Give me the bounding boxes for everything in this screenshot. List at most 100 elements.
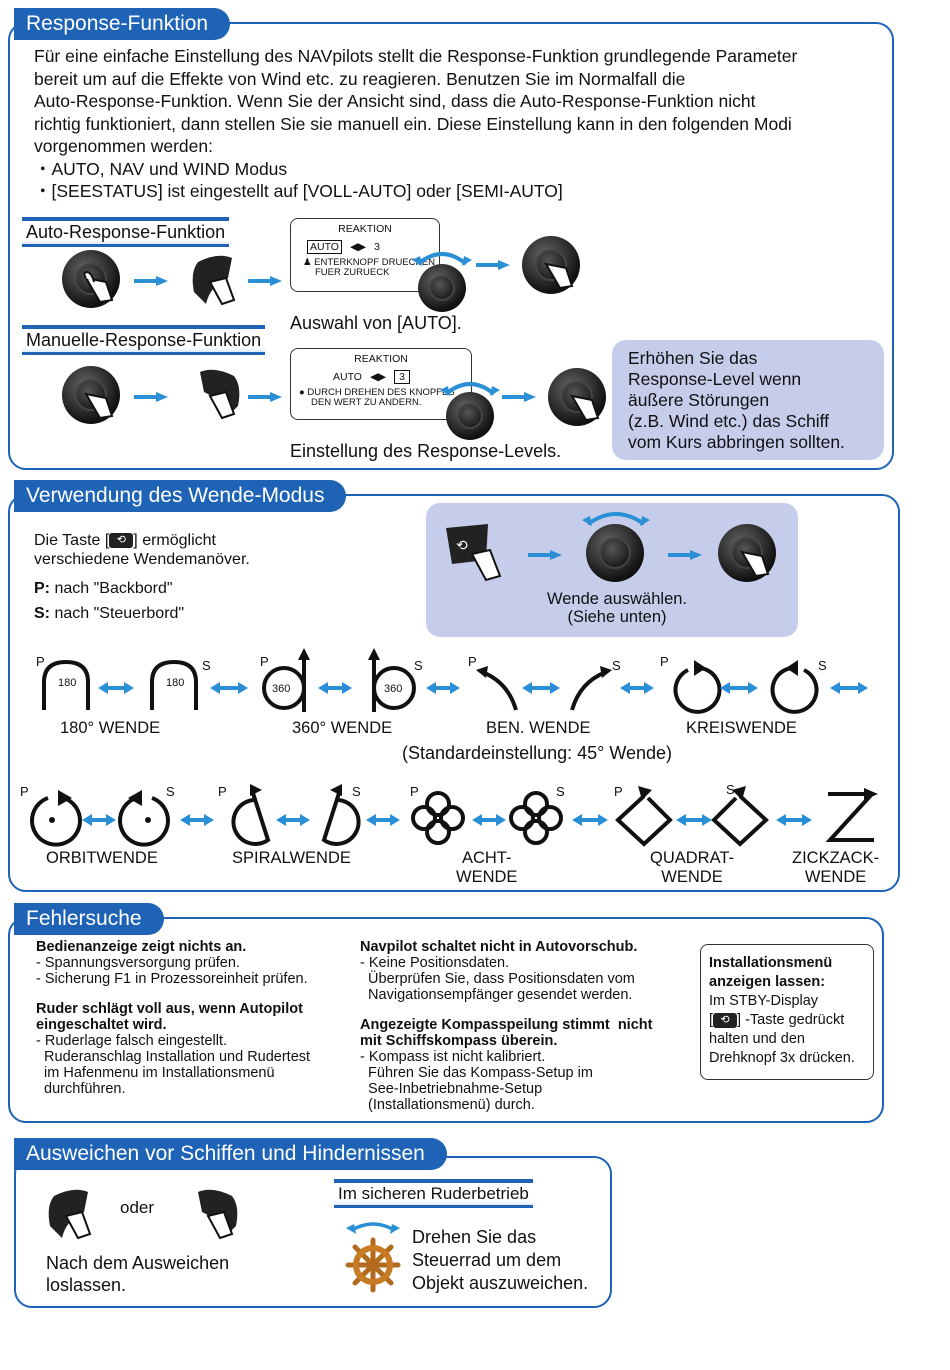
intro-line: richtig funktioniert, dann stellen Sie s… — [34, 113, 792, 134]
num-180: 180 — [58, 677, 76, 689]
arrow-right-icon — [476, 260, 510, 270]
svg-text:S: S — [818, 658, 827, 673]
label-spiral: SPIRALWENDE — [232, 849, 351, 867]
arrow-right-icon — [528, 550, 562, 560]
svg-text:P: P — [218, 784, 227, 799]
arrow-right-icon — [668, 550, 702, 560]
starboard-key-icon[interactable] — [186, 1186, 242, 1248]
trouble-col1: Bedienanzeige zeigt nichts an. - Spannun… — [36, 939, 356, 1097]
starboard-key-icon[interactable] — [188, 366, 244, 428]
knob-press-icon[interactable] — [548, 368, 606, 426]
lcd-title: REAKTION — [354, 353, 408, 365]
rotary-knob-icon[interactable] — [418, 264, 466, 312]
trouble-line: Überprüfen Sie, dass Positionsdaten vom — [360, 971, 635, 987]
svg-text:⟲: ⟲ — [456, 538, 468, 554]
note-line: vom Kurs abbringen sollten. — [628, 432, 845, 452]
note-line: Erhöhen Sie das — [628, 348, 758, 368]
trouble-line: Ruderanschlag Installation und Rudertest — [36, 1049, 311, 1065]
svg-text:S: S — [612, 658, 621, 673]
rotate-arrow-icon — [440, 382, 500, 396]
note-line: Response-Level wenn — [628, 369, 802, 389]
lcd-hint: ♟ ENTERKNOPF DRUECKEN FUER ZURUECK — [303, 257, 436, 278]
svg-text:P: P — [468, 654, 477, 669]
steering-wheel-icon — [345, 1222, 401, 1293]
intro-line: ・AUTO, NAV und WIND Modus — [34, 158, 288, 179]
port-key-icon[interactable] — [44, 1186, 100, 1248]
install-menu-box: Installationsmenü anzeigen lassen: Im ST… — [700, 944, 874, 1080]
rotate-arrow-icon — [582, 512, 650, 526]
turn-select-caption: Wende auswählen.(Siehe unten) — [546, 590, 688, 626]
trouble-panel — [8, 917, 884, 1123]
response-intro: Für eine einfache Einstellung des NAVpil… — [34, 45, 894, 203]
install-line: Im STBY-Display — [709, 993, 819, 1009]
safe-rudder-heading: Im sicheren Ruderbetrieb — [334, 1179, 533, 1208]
turn-key-icon[interactable]: ⟲ — [442, 520, 512, 590]
trouble-line: - Sicherung F1 in Prozessoreinheit prüfe… — [36, 971, 308, 987]
install-title: Installationsmenü — [709, 955, 833, 971]
rotary-knob-icon[interactable] — [586, 524, 644, 582]
port-key-label: P: — [34, 580, 50, 597]
trouble-col2: Navpilot schaltet nicht in Autovorschub.… — [360, 939, 696, 1113]
rotary-knob-icon[interactable] — [446, 392, 494, 440]
svg-text:P: P — [410, 784, 419, 799]
arrow-right-icon — [248, 392, 282, 402]
hand-press-icon — [740, 550, 770, 578]
label-180: 180° WENDE — [60, 719, 161, 737]
label-acht: ACHT- WENDE — [456, 849, 518, 886]
hand-press-icon — [84, 392, 114, 420]
auto-response-heading: Auto-Response-Funktion — [22, 217, 230, 247]
svg-text:P: P — [20, 784, 29, 799]
lcd-mode: AUTO — [307, 240, 342, 254]
trouble-line: - Keine Positionsdaten. — [360, 955, 510, 971]
svg-text:360: 360 — [384, 683, 402, 695]
svg-text:S: S — [414, 658, 423, 673]
svg-text:S: S — [352, 784, 361, 799]
turn-panel — [8, 494, 900, 892]
turn-tab: Verwendung des Wende-Modus — [14, 480, 347, 512]
intro-line: bereit um auf die Effekte von Wind etc. … — [34, 68, 686, 89]
svg-text:P: P — [660, 654, 669, 669]
arrow-right-icon — [248, 276, 282, 286]
svg-text:360: 360 — [272, 683, 290, 695]
lcd-mode: AUTO — [333, 371, 362, 383]
install-title: anzeigen lassen: — [709, 974, 826, 990]
label-quadrat: QUADRAT- WENDE — [650, 849, 735, 886]
trouble-line: - Ruderlage falsch eingestellt. — [36, 1033, 228, 1049]
install-line: [⟲] -Taste gedrückt — [709, 1012, 845, 1028]
intro-line: Auto-Response-Funktion. Wenn Sie der Ans… — [34, 91, 756, 111]
press-icon: ♟ — [303, 257, 315, 268]
turn-key-icon: ⟲ — [109, 533, 134, 549]
label-360: 360° WENDE — [292, 719, 393, 737]
port-key-icon[interactable] — [188, 252, 244, 314]
trouble-line: im Hafenmenu im Installationsmenü — [36, 1065, 275, 1081]
trouble-line: durchführen. — [36, 1081, 126, 1097]
svg-text:S: S — [556, 784, 565, 799]
speaker-icon: ◀▶ — [369, 371, 387, 383]
lcd-title: REAKTION — [338, 223, 392, 235]
or-label: oder — [120, 1198, 155, 1217]
install-line: Drehknopf 3x drücken. — [709, 1050, 855, 1066]
svg-text:S: S — [202, 658, 211, 673]
trouble-title: Angezeigte Kompasspeilung stimmt nicht m… — [360, 1017, 653, 1049]
trouble-line: Navigationsempfänger gesendet werden. — [360, 987, 633, 1003]
knob-small-icon: ● — [299, 387, 308, 398]
trouble-line: - Spannungsversorgung prüfen. — [36, 955, 240, 971]
note-line: (z.B. Wind etc.) das Schiff — [628, 411, 829, 431]
hand-press-icon — [570, 394, 600, 422]
lcd-value: 3 — [394, 370, 410, 384]
trouble-line: - Kompass ist nicht kalibriert. — [360, 1049, 546, 1065]
trouble-tab: Fehlersuche — [14, 903, 164, 935]
label-orbit: ORBITWENDE — [46, 849, 158, 867]
response-panel — [8, 22, 894, 470]
install-line: halten und den — [709, 1031, 805, 1047]
response-tab: Response-Funktion — [14, 8, 231, 40]
hand-press-icon — [83, 270, 114, 304]
turn-desc: Die Taste [⟲] ermöglicht verschiedene We… — [34, 532, 250, 622]
auto-lcd-display: REAKTION AUTO ◀▶ 3 ♟ ENTERKNOPF DRUECKEN… — [290, 218, 440, 292]
turn-patterns-row2: P S P S P S P S — [20, 782, 878, 847]
svg-text:S: S — [166, 784, 175, 799]
speaker-icon: ◀▶ — [349, 241, 367, 253]
trouble-line: Führen Sie das Kompass-Setup im — [360, 1065, 593, 1081]
